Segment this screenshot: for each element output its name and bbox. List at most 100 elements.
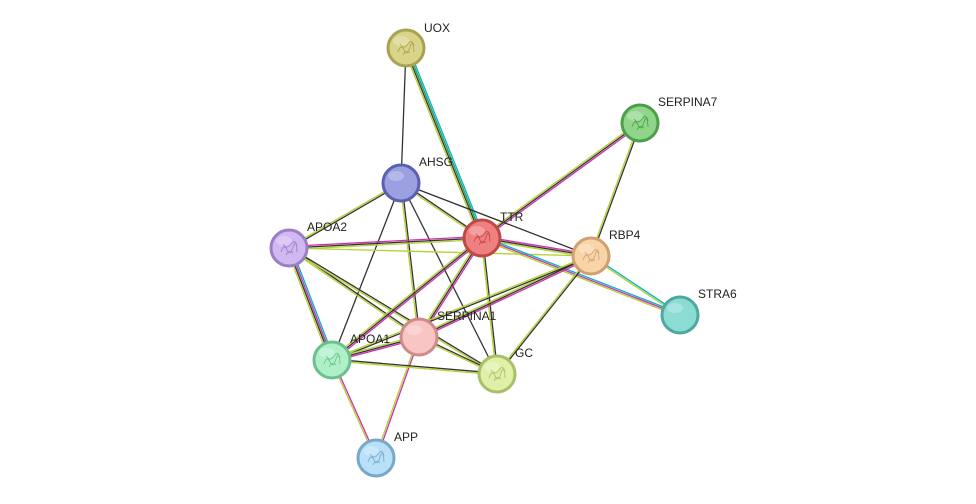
edge-evidence-line <box>289 238 483 251</box>
node-highlight <box>469 226 485 236</box>
edge-apoa2-apoa1[interactable] <box>286 246 335 362</box>
node-circle[interactable] <box>462 218 502 258</box>
edge-evidence-line <box>288 237 483 249</box>
edge-evidence-line <box>482 237 499 374</box>
node-circle[interactable] <box>386 28 426 68</box>
edge-evidence-line <box>290 246 335 360</box>
node-circle[interactable] <box>571 236 611 276</box>
node-label: SERPINA7 <box>658 95 718 109</box>
edge-ahsg-serpina1[interactable] <box>399 182 421 338</box>
node-label: APOA1 <box>350 332 390 346</box>
protein-structure-icon <box>367 450 385 466</box>
edge-evidence-line <box>401 182 421 337</box>
edge-evidence-line <box>374 336 419 458</box>
node-highlight <box>393 36 409 46</box>
node-label: RBP4 <box>609 228 641 242</box>
node-circle[interactable] <box>381 163 421 203</box>
edge-apoa2-ttr[interactable] <box>288 235 483 251</box>
edge-evidence-line <box>591 123 642 257</box>
node-highlight <box>388 171 404 181</box>
edge-evidence-line <box>406 47 484 238</box>
node-highlight <box>578 244 594 254</box>
edge-evidence-line <box>288 247 592 257</box>
edge-ttr-stra6[interactable] <box>481 235 681 318</box>
edge-evidence-line <box>482 123 642 240</box>
node-circle[interactable] <box>477 354 517 394</box>
edge-evidence-line <box>330 236 482 360</box>
edge-evidence-line <box>331 360 497 376</box>
node-highlight <box>627 111 643 121</box>
node-label: TTR <box>500 210 524 224</box>
protein-structure-icon <box>631 115 649 131</box>
edge-evidence-line <box>288 248 497 376</box>
edge-ahsg-rbp4[interactable] <box>400 182 592 257</box>
edge-evidence-line <box>495 255 591 374</box>
edge-uox-ahsg[interactable] <box>400 47 407 184</box>
edge-layer <box>286 46 681 459</box>
edge-evidence-line <box>400 182 592 257</box>
edge-evidence-line <box>289 183 402 250</box>
node-circle[interactable] <box>620 103 660 143</box>
node-circle[interactable] <box>660 295 700 335</box>
edge-evidence-line <box>288 248 419 339</box>
node-serpina1[interactable]: SERPINA1 <box>399 309 497 357</box>
node-stra6[interactable]: STRA6 <box>660 287 737 335</box>
edge-serpina1-app[interactable] <box>374 336 421 459</box>
edge-evidence-line <box>287 248 332 361</box>
node-ahsg[interactable]: AHSG <box>381 155 453 203</box>
node-app[interactable]: APP <box>356 430 418 478</box>
edge-evidence-line <box>482 235 681 315</box>
edge-evidence-line <box>480 121 640 238</box>
edge-evidence-line <box>399 183 419 338</box>
edge-ttr-apoa1[interactable] <box>330 236 484 362</box>
node-serpina7[interactable]: SERPINA7 <box>620 95 718 143</box>
node-apoa1[interactable]: APOA1 <box>312 332 390 380</box>
node-ttr[interactable]: TTR <box>462 210 524 258</box>
node-label: UOX <box>424 21 450 35</box>
node-rbp4[interactable]: RBP4 <box>571 228 641 276</box>
edge-ahsg-apoa2[interactable] <box>288 181 402 250</box>
edge-evidence-line <box>331 237 483 361</box>
node-gc[interactable]: GC <box>477 346 533 394</box>
node-uox[interactable]: UOX <box>386 21 450 68</box>
edge-ahsg-gc[interactable] <box>400 182 498 375</box>
node-circle[interactable] <box>399 317 439 357</box>
edge-evidence-line <box>332 256 592 362</box>
node-circle[interactable] <box>356 438 396 478</box>
node-apoa2[interactable]: APOA2 <box>269 220 347 268</box>
node-label: APP <box>394 430 418 444</box>
edge-uox-ttr[interactable] <box>403 46 485 240</box>
edge-evidence-line <box>418 255 592 338</box>
edge-rbp4-apoa1[interactable] <box>331 254 592 362</box>
node-circle[interactable] <box>312 340 352 380</box>
edge-evidence-line <box>332 238 484 362</box>
node-circle[interactable] <box>269 228 309 268</box>
node-label: APOA2 <box>307 220 347 234</box>
edge-evidence-line <box>400 47 407 184</box>
edge-evidence-line <box>288 235 482 248</box>
edge-apoa2-rbp4[interactable] <box>288 247 592 257</box>
edge-evidence-line <box>481 237 681 316</box>
node-label: GC <box>515 346 533 360</box>
node-highlight <box>667 303 683 313</box>
node-highlight <box>406 325 422 335</box>
node-highlight <box>484 362 500 372</box>
edge-apoa1-gc[interactable] <box>331 358 498 376</box>
protein-structure-icon <box>473 230 491 246</box>
edge-evidence-line <box>286 248 331 362</box>
edge-serpina7-ttr[interactable] <box>480 121 642 240</box>
edge-evidence-line <box>331 182 402 361</box>
edge-evidence-line <box>400 182 498 375</box>
node-label: AHSG <box>419 155 453 169</box>
node-highlight <box>276 236 292 246</box>
edge-evidence-line <box>407 46 485 238</box>
edge-evidence-line <box>289 247 334 360</box>
edge-evidence-line <box>481 122 641 239</box>
edge-evidence-line <box>419 256 592 340</box>
edge-ahsg-apoa1[interactable] <box>331 182 402 361</box>
edge-serpina7-rbp4[interactable] <box>589 122 642 257</box>
protein-structure-icon <box>397 40 415 56</box>
edge-rbp4-gc[interactable] <box>495 255 593 375</box>
edge-evidence-line <box>331 254 591 360</box>
